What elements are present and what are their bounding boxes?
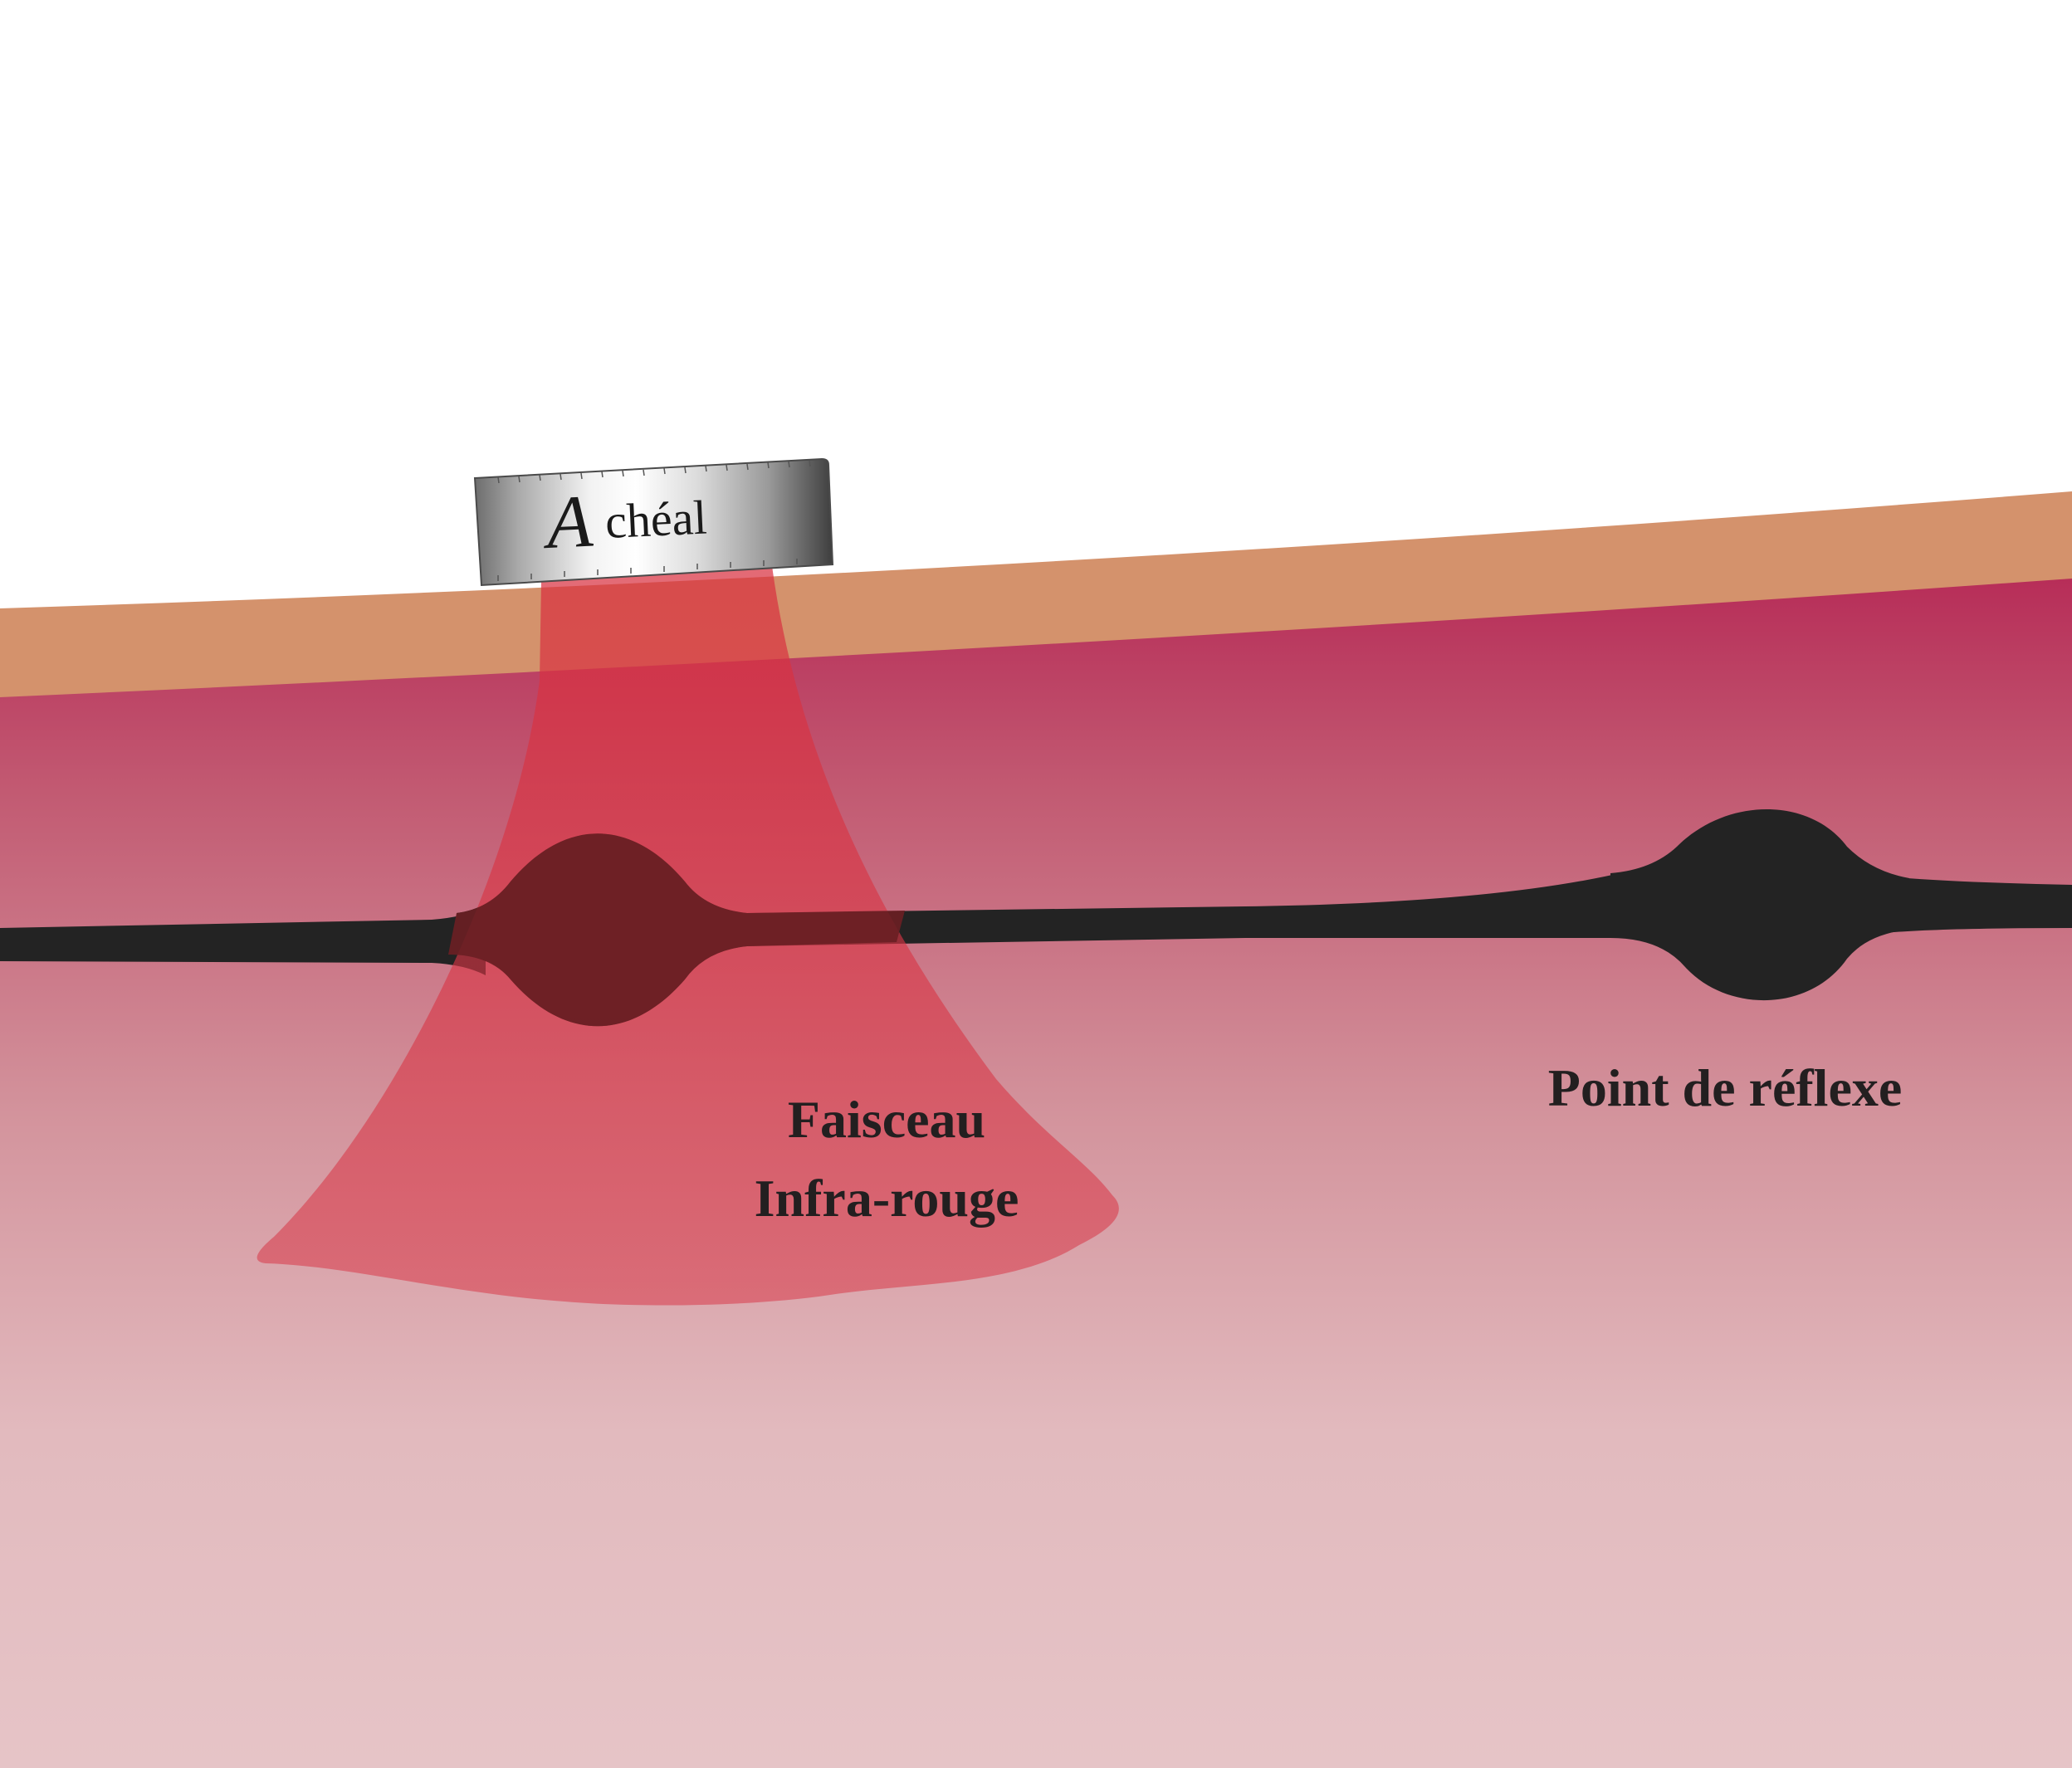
beam-label-line2: Infra-rouge xyxy=(755,1169,1019,1228)
device-body xyxy=(473,457,834,587)
acheal-device: A chéal xyxy=(473,457,834,587)
beam-label-line1: Faisceau xyxy=(788,1090,985,1149)
nerve-node-right xyxy=(1610,809,1909,1001)
skin-layer xyxy=(0,491,2072,697)
brand-logo-initial: A xyxy=(540,481,594,565)
device-ticks xyxy=(497,460,811,581)
reflex-point-label: Point de réflexe xyxy=(1548,1058,1903,1117)
brand-logo-text: chéal xyxy=(604,491,708,549)
beam-node-overlap xyxy=(448,833,905,1027)
